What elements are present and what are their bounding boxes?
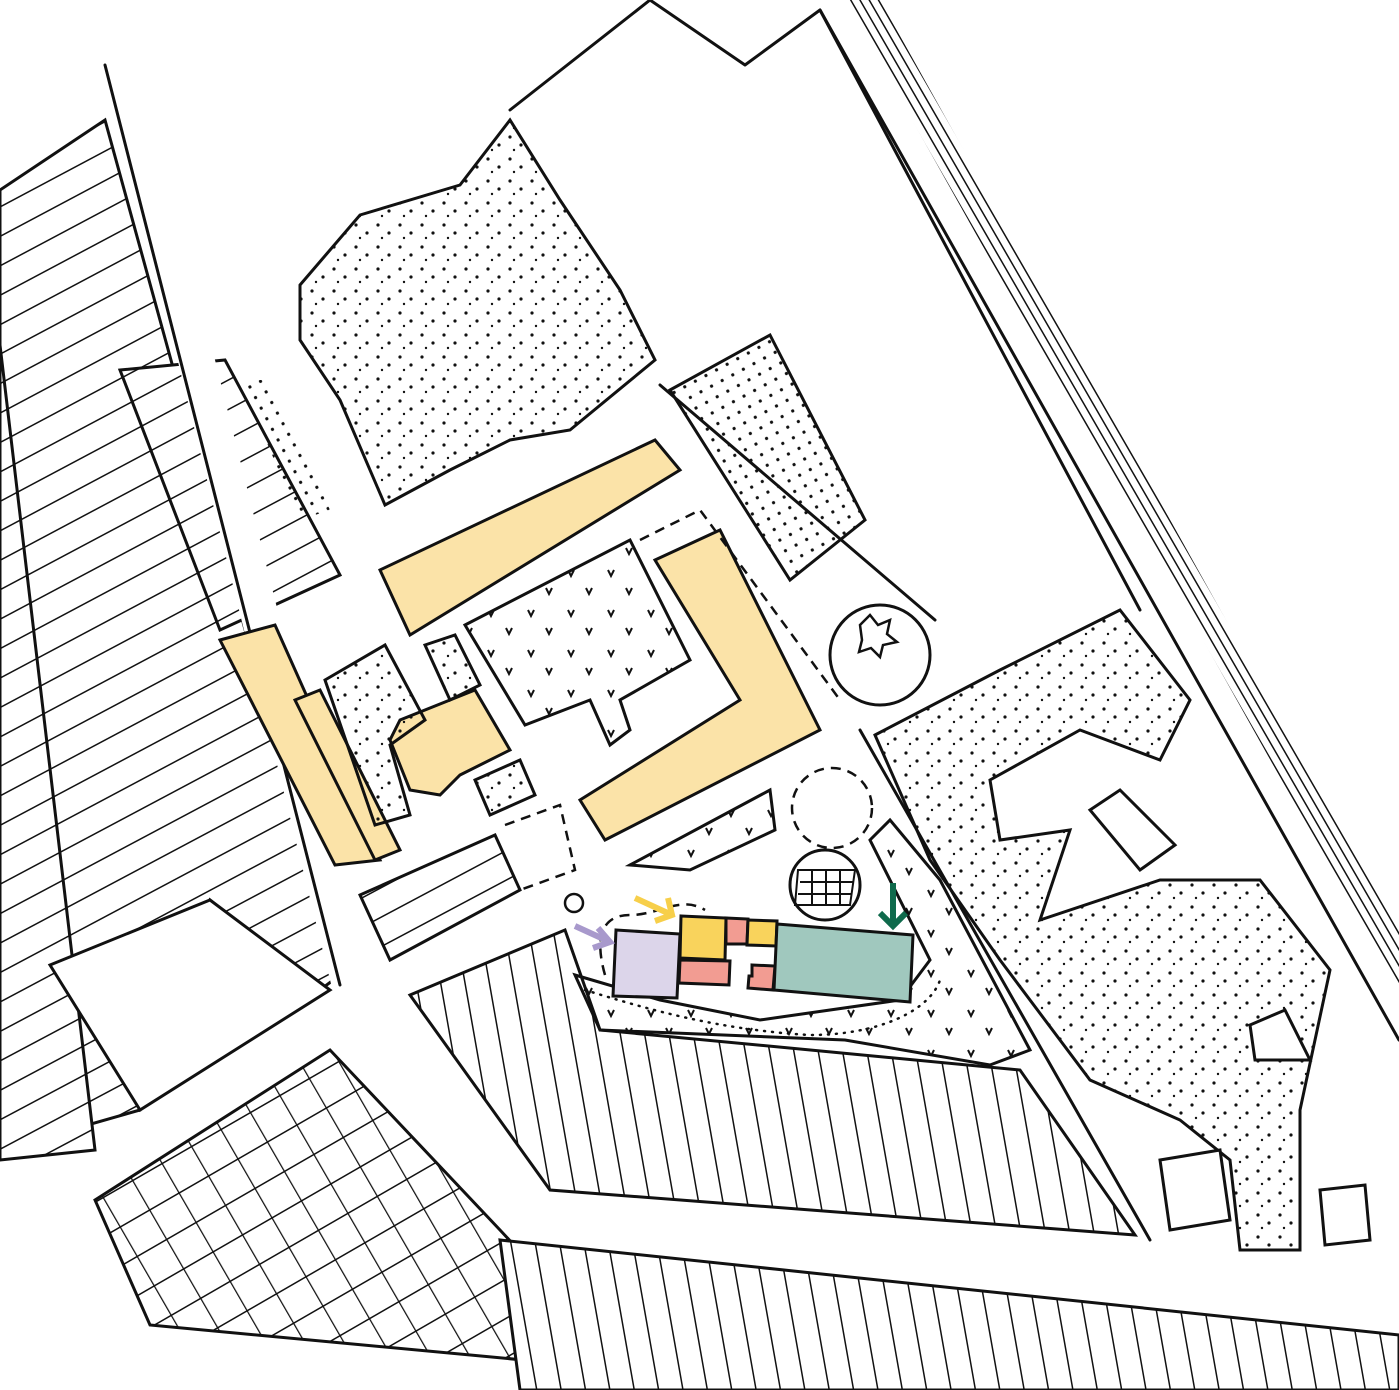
proposed-building: [611, 914, 915, 1004]
garden-plot-2: [422, 633, 483, 703]
entrance-arrow-yellow-icon: [633, 895, 676, 924]
boundary-dashed-south: [504, 803, 577, 892]
road-east-2: [858, 728, 1152, 1242]
garden-plot-1: [323, 642, 427, 827]
unit-yellow-2: [745, 918, 779, 948]
tree-canopy-icon: [857, 613, 900, 660]
existing-building-long-north: [378, 438, 683, 638]
parcels-center-south: [358, 833, 522, 963]
courtyard-garden: [462, 537, 692, 748]
dashed-circle: [790, 766, 874, 850]
garden-plot-3: [473, 758, 537, 817]
house-east-1: [1087, 788, 1178, 873]
unit-mint: [772, 922, 915, 1004]
open-lot-west: [47, 898, 333, 1113]
orchard-rows-west: [240, 380, 330, 520]
unit-lavender: [611, 928, 682, 1000]
existing-building-L: [577, 528, 823, 842]
site-boundary-north: [508, 0, 1142, 612]
orchard-rows: [667, 332, 867, 583]
entrance-arrow-green-icon: [877, 883, 909, 931]
house-east-4: [1318, 1183, 1372, 1247]
tennis-court-grid: [793, 869, 857, 906]
unit-salmon-1: [724, 916, 750, 946]
tree-cluster-north: [298, 117, 657, 508]
parcels-south-edge: [498, 1238, 1399, 1390]
railway-edge: [818, 8, 1399, 1042]
entrance-arrow-purple-icon: [573, 923, 616, 951]
road-edge: [103, 63, 342, 987]
boundary-dashed: [639, 508, 842, 701]
unit-yellow-1: [678, 914, 728, 962]
house-east-3: [1158, 1148, 1232, 1232]
small-tree: [563, 892, 585, 914]
unit-salmon-2: [677, 958, 732, 987]
existing-building-west-1: [217, 623, 383, 867]
unit-salmon-3: [746, 963, 777, 992]
house-east-2: [1248, 1008, 1313, 1062]
railway: [845, 0, 1399, 990]
tree-cluster-east: [873, 608, 1332, 1252]
garden-south: [572, 817, 1033, 1067]
planting-bed: [624, 787, 777, 872]
